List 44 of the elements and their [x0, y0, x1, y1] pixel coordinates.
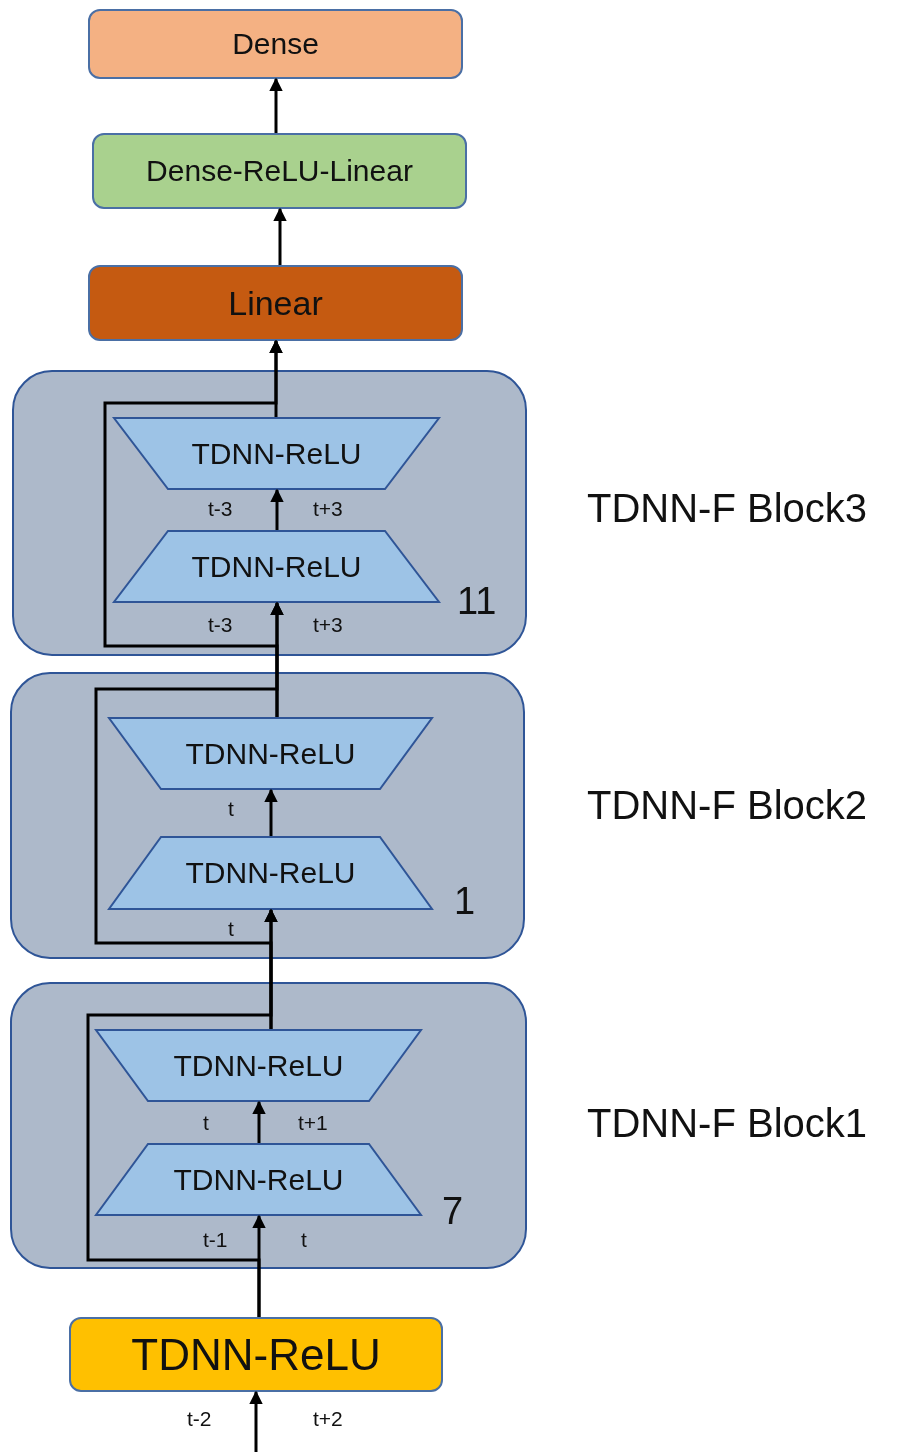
frame-offset-label: t-3: [208, 497, 233, 521]
layer-label: Dense-ReLU-Linear: [146, 154, 413, 188]
repeat-count: 7: [442, 1190, 464, 1233]
frame-offset-label: t-2: [187, 1407, 212, 1431]
block-panel: [12, 370, 527, 656]
arrow: [270, 488, 284, 530]
arrow: [249, 1390, 263, 1452]
layer-box: [88, 265, 463, 341]
frame-offset-label: t+3: [313, 497, 343, 521]
skip-connection-arrow: [94, 601, 284, 1029]
block-panel: [10, 982, 527, 1269]
layer-box: [69, 1317, 443, 1392]
frame-offset-label: t: [228, 917, 234, 941]
block-panel: [10, 672, 525, 959]
layer-box: [88, 9, 463, 79]
layer-label: TDNN-ReLU: [191, 549, 362, 584]
repeat-count: 11: [457, 580, 497, 623]
layer-label: TDNN-ReLU: [185, 856, 356, 890]
frame-offset-label: t+2: [313, 1407, 343, 1431]
frame-offset-label: t: [228, 797, 234, 821]
frame-offset-label: t-1: [203, 1228, 228, 1252]
frame-offset-label: t+3: [313, 613, 343, 637]
layer-label: Dense: [232, 27, 319, 61]
layer-label: TDNN-ReLU: [173, 1162, 344, 1197]
block-title: TDNN-F Block3: [587, 486, 868, 531]
skip-connection-arrow: [86, 908, 278, 1317]
arrow: [273, 207, 287, 265]
layer-box: [92, 133, 467, 209]
layer-label: Linear: [228, 283, 323, 323]
frame-offset-label: t: [301, 1228, 307, 1252]
block-title: TDNN-F Block2: [587, 783, 868, 828]
layer-label: TDNN-ReLU: [191, 436, 362, 471]
arrow: [252, 1100, 266, 1143]
layer-label: TDNN-ReLU: [131, 1329, 381, 1380]
frame-offset-label: t-3: [208, 613, 233, 637]
skip-connection-arrow: [103, 339, 283, 717]
arrow: [264, 788, 278, 836]
frame-offset-label: t: [203, 1111, 209, 1135]
layer-label: TDNN-ReLU: [173, 1048, 344, 1083]
block-title: TDNN-F Block1: [587, 1101, 868, 1146]
arrow: [269, 77, 283, 133]
frame-offset-label: t+1: [298, 1111, 328, 1135]
repeat-count: 1: [454, 880, 476, 923]
layer-label: TDNN-ReLU: [185, 736, 356, 771]
